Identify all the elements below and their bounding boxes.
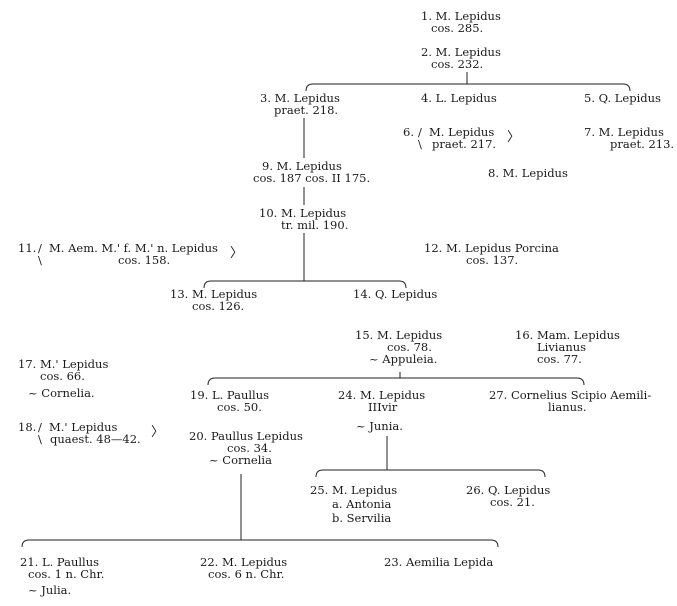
person-21: 21. L. Paullus cos. 1 n. Chr. ~ Julia. bbox=[20, 555, 105, 597]
branch-line-20 bbox=[21, 539, 499, 548]
person-2: 2. M. Lepidus cos. 232. bbox=[421, 45, 501, 71]
person-24: 24. M. Lepidus IIIvir ~ Junia. bbox=[338, 388, 426, 433]
person-3: 3. M. Lepidus praet. 218. bbox=[260, 91, 340, 117]
person-11: 11. / \ M. Aem. M.' f. M.' n. Lepidus co… bbox=[18, 241, 244, 267]
person-17: 17. M.' Lepidus cos. 66. ~ Cornelia. bbox=[18, 357, 109, 400]
person-23: 23. Aemilia Lepida bbox=[384, 555, 494, 569]
person-16: 16. Mam. Lepidus Livianus cos. 77. bbox=[515, 328, 620, 366]
bracket-close: 〉 bbox=[230, 246, 244, 261]
person-5: 5. Q. Lepidus bbox=[584, 91, 661, 105]
bracket-open: \ bbox=[38, 432, 42, 446]
person-14: 14. Q. Lepidus bbox=[353, 287, 438, 301]
person-27: 27. Cornelius Scipio Aemili- lianus. bbox=[489, 388, 652, 414]
branch-line-15 bbox=[207, 377, 585, 386]
bracket-open: \ bbox=[38, 253, 42, 267]
person-6: 6. / \ M. Lepidus praet. 217. 〉 bbox=[403, 125, 521, 151]
person-19: 19. L. Paullus cos. 50. bbox=[190, 388, 270, 414]
person-4: 4. L. Lepidus bbox=[421, 91, 497, 105]
person-7: 7. M. Lepidus praet. 213. bbox=[584, 125, 675, 151]
person-12: 12. M. Lepidus Porcina cos. 137. bbox=[424, 241, 559, 267]
bracket-open: \ bbox=[418, 137, 422, 151]
person-18: 18. / \ M.' Lepidus quaest. 48—42. 〉 bbox=[18, 420, 165, 446]
bracket-open: / bbox=[418, 125, 422, 139]
person-25: 25. M. Lepidus a. Antonia b. Servilia bbox=[310, 483, 398, 525]
person-22: 22. M. Lepidus cos. 6 n. Chr. bbox=[200, 555, 288, 581]
person-15: 15. M. Lepidus cos. 78. ~ Appuleia. bbox=[355, 328, 443, 366]
person-20: 20. Paullus Lepidus cos. 34. ~ Cornelia bbox=[189, 429, 303, 467]
person-1: 1. M. Lepidus cos. 285. bbox=[421, 9, 501, 35]
bracket-close: 〉 bbox=[151, 425, 165, 440]
person-10: 10. M. Lepidus tr. mil. 190. bbox=[259, 206, 349, 232]
branch-line-10 bbox=[203, 280, 407, 289]
person-9: 9. M. Lepidus cos. 187 cos. II 175. bbox=[253, 159, 371, 185]
branch-line-24 bbox=[315, 469, 546, 478]
person-13: 13. M. Lepidus cos. 126. bbox=[170, 287, 258, 313]
bracket-close: 〉 bbox=[507, 130, 521, 145]
person-8: 8. M. Lepidus bbox=[488, 166, 568, 180]
bracket-open: / bbox=[38, 420, 42, 434]
person-26: 26. Q. Lepidus cos. 21. bbox=[466, 483, 551, 509]
branch-line-2 bbox=[305, 83, 631, 92]
bracket-open: / bbox=[38, 241, 42, 255]
